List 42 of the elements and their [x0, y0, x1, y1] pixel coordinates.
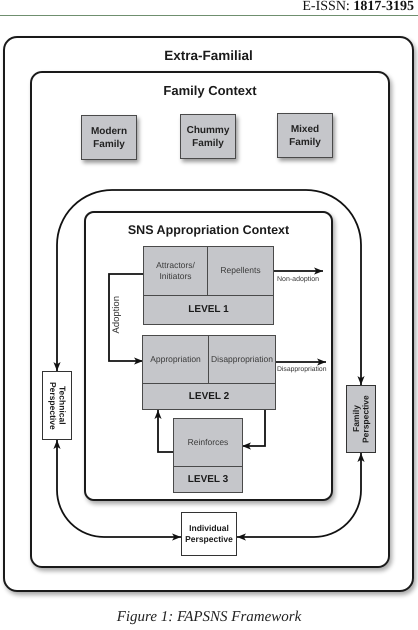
issn-label: E-ISSN: 1817-3195	[302, 0, 414, 15]
arrow	[108, 273, 144, 365]
level-block	[142, 335, 276, 410]
family-type-label: Modern Family	[90, 124, 128, 150]
double-arrow	[53, 440, 181, 541]
level-cell	[143, 336, 209, 384]
perspective-label: Individual Perspective	[184, 522, 234, 546]
panel-title: SNS Appropriation Context	[128, 223, 290, 238]
perspective-label: Family Perspective	[352, 394, 370, 445]
factor-label: Repellents	[220, 265, 261, 277]
perspective-box	[181, 512, 237, 556]
family-type-label: Mixed Family	[288, 122, 322, 148]
level-label: LEVEL 1	[188, 304, 229, 316]
family-type-label: Chummy Family	[186, 124, 230, 150]
factor-label: Appropriation	[150, 354, 201, 366]
level-block	[143, 246, 274, 325]
figure-caption: Figure 1: FAPSNS Framework	[116, 609, 302, 626]
factor-label: Disappropriation	[211, 354, 273, 366]
edge-label: Adoption	[112, 296, 122, 334]
level-block	[173, 418, 243, 493]
context-panel	[3, 36, 414, 592]
perspective-label: Technical Perspective	[48, 380, 66, 432]
double-arrow	[53, 189, 365, 385]
arrow	[242, 410, 266, 450]
family-type-box	[180, 114, 236, 159]
family-type-box	[277, 113, 333, 158]
factor-label: Attractors/ Initiators	[155, 260, 196, 282]
perspective-box	[42, 371, 72, 440]
panel-title: Family Context	[163, 83, 257, 99]
level-cell	[144, 247, 208, 296]
arrow	[273, 267, 323, 275]
context-panel	[84, 211, 333, 501]
context-panel	[30, 71, 390, 568]
perspective-box	[346, 385, 376, 453]
arrow	[154, 410, 174, 453]
level-label: LEVEL 3	[188, 474, 228, 486]
double-arrow	[237, 453, 365, 541]
family-type-box	[81, 115, 137, 160]
arrow	[275, 358, 326, 366]
factor-label: Reinforces	[188, 436, 228, 448]
panel-title: Extra-Familial	[164, 48, 253, 64]
level-label: LEVEL 2	[188, 390, 230, 402]
